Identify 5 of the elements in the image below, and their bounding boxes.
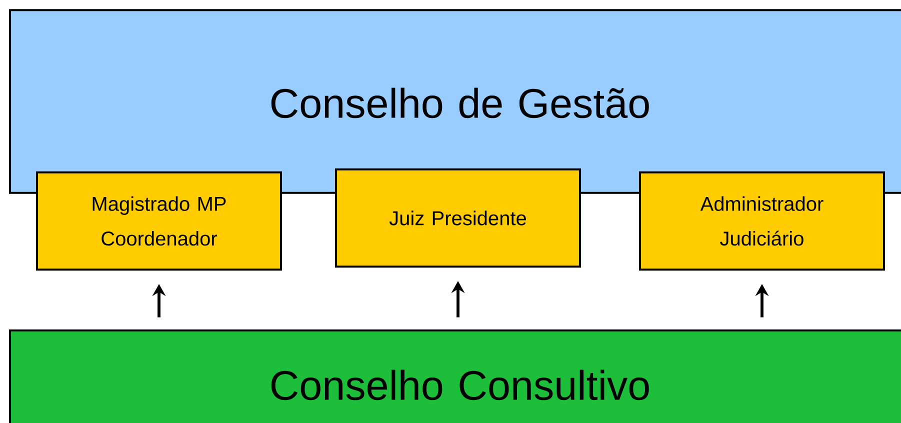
member-box: Administrador Judiciário: [639, 171, 885, 271]
council-box: Conselho Consultivo: [9, 329, 901, 423]
board-box: Conselho de Gestão: [9, 9, 901, 194]
member-box: Magistrado MP Coordenador: [36, 171, 282, 271]
member-box: Juiz Presidente: [335, 168, 581, 268]
